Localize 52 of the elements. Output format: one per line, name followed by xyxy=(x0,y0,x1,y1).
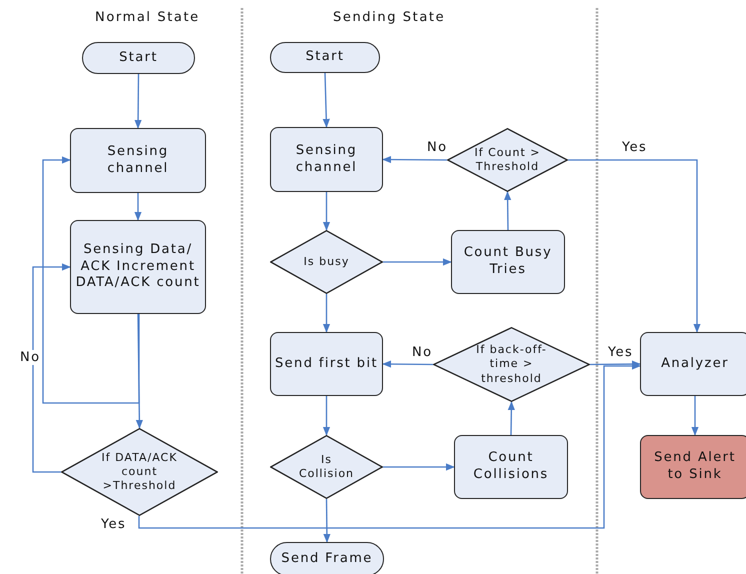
step-text: Count Collisions xyxy=(472,450,550,484)
arrow xyxy=(568,159,701,333)
process-box xyxy=(270,332,383,396)
arrow xyxy=(590,360,641,368)
arrow xyxy=(382,156,447,164)
arrow xyxy=(42,156,140,404)
arrow xyxy=(691,396,699,436)
step-text: Send Frame xyxy=(280,550,374,568)
arrow xyxy=(136,314,144,429)
arrow xyxy=(138,362,641,529)
process-box xyxy=(70,220,206,314)
decision-diamond xyxy=(433,327,590,402)
arrow xyxy=(322,192,330,231)
step-text: Sensing channel xyxy=(294,142,358,176)
decision-text: If DATA/ACK count >Threshold xyxy=(100,450,178,494)
arrow xyxy=(323,499,331,543)
step-text: Sensing Data/ ACK Increment DATA/ACK count xyxy=(74,242,202,292)
decision-text: Is busy xyxy=(302,254,350,270)
decision-text: If Count > Threshold xyxy=(473,146,542,174)
step-text: Analyzer xyxy=(660,356,730,372)
step-text: Start xyxy=(118,50,159,66)
decision-text: Is Collision xyxy=(298,452,356,482)
arrow xyxy=(32,263,71,473)
process-box xyxy=(640,332,746,396)
arrow xyxy=(504,191,512,230)
step-text: Send Alert to Sink xyxy=(653,450,737,484)
process-box xyxy=(70,128,206,193)
step-text: Count Busy Tries xyxy=(462,245,554,279)
alert-box xyxy=(640,435,746,499)
process-box xyxy=(451,230,565,294)
arrow xyxy=(382,360,433,368)
arrow xyxy=(322,72,330,128)
arrow xyxy=(322,396,330,436)
step-text: Start xyxy=(304,49,346,66)
step-text: Sensing channel xyxy=(106,144,170,178)
decision-text: If back-off-time > threshold xyxy=(475,343,548,386)
arrow xyxy=(383,258,452,266)
arrow xyxy=(383,463,455,471)
decision-diamond xyxy=(270,230,383,294)
arrow xyxy=(508,401,516,435)
process-box xyxy=(270,127,383,192)
arrow xyxy=(322,294,330,333)
decision-diamond xyxy=(270,435,383,499)
process-box xyxy=(454,435,568,499)
edge-label: No xyxy=(19,350,42,365)
lane-heading: Normal State xyxy=(95,10,200,25)
decision-diamond xyxy=(447,128,568,192)
decision-diamond xyxy=(61,428,218,516)
arrow xyxy=(134,74,142,129)
lane-heading: Sending State xyxy=(333,10,446,25)
arrow xyxy=(134,193,142,221)
step-text: Send first bit xyxy=(274,356,379,372)
